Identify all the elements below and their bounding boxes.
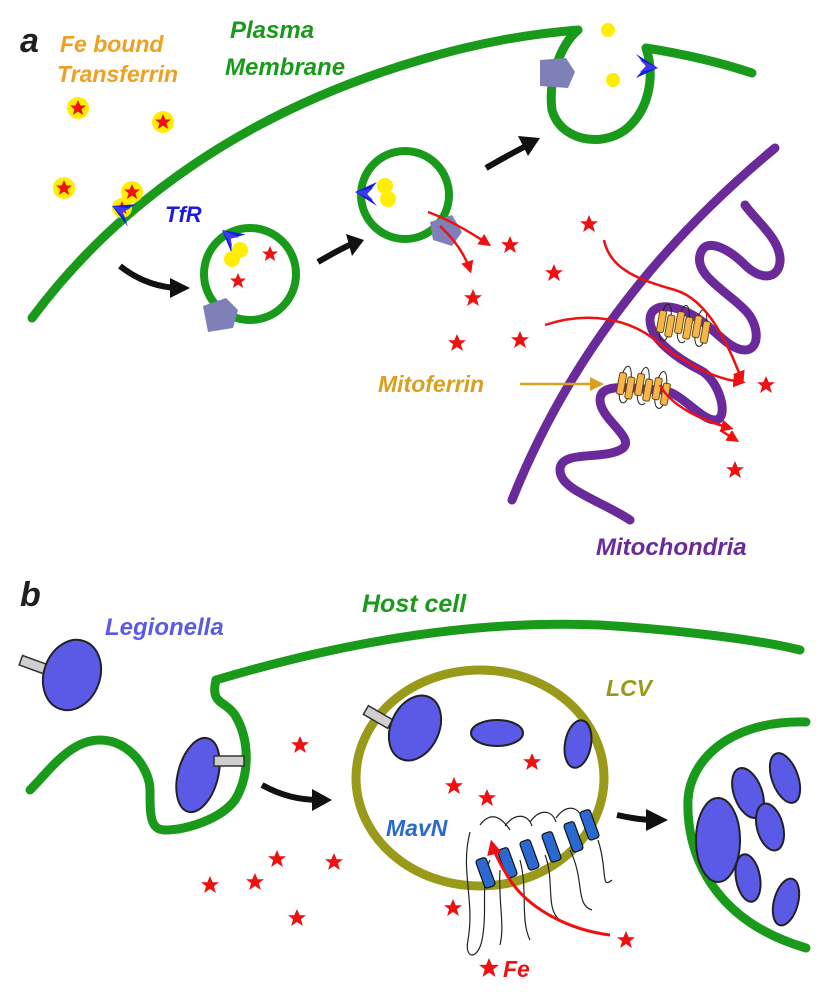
lcv-label: LCV xyxy=(606,675,654,701)
free-fe-yellow xyxy=(606,73,620,87)
transferrin-fe xyxy=(224,251,240,267)
legionella-bacterium xyxy=(771,877,801,927)
legionella-bacterium xyxy=(175,736,221,814)
panel-b-letter: b xyxy=(20,576,41,614)
free-fe-yellow xyxy=(601,23,615,37)
legionella-bacterium xyxy=(470,719,524,747)
iron-release-arrow xyxy=(427,210,492,247)
transferrin-fe xyxy=(380,191,396,207)
iron-star xyxy=(757,376,775,393)
iron-star xyxy=(545,264,563,281)
iron-star xyxy=(230,273,246,288)
iron-import-arrow xyxy=(658,384,734,432)
membrane-label: Membrane xyxy=(225,54,345,81)
vesicle-protein xyxy=(540,58,575,88)
fe-bound-label: Fe bound xyxy=(60,31,164,57)
transferrin-dot xyxy=(121,181,143,203)
step-arrow-head xyxy=(346,234,364,256)
host-cell-replicative xyxy=(683,717,811,953)
transferrin-fe xyxy=(377,178,393,194)
iron-import-arrow xyxy=(719,428,740,442)
iron-star xyxy=(511,331,529,348)
transferrin-dot xyxy=(53,177,75,199)
legionella-bacterium xyxy=(41,638,103,712)
iron-release-arrow xyxy=(439,225,474,274)
transferrin-label: Transferrin xyxy=(57,61,178,87)
iron-import-arrow xyxy=(544,316,746,388)
legionella-bacterium xyxy=(563,719,593,769)
iron-star xyxy=(268,850,286,867)
iron-star xyxy=(464,289,482,306)
mitoferrin-label: Mitoferrin xyxy=(378,371,484,397)
fe-import-arrow xyxy=(487,839,611,937)
step-arrow xyxy=(484,142,530,171)
mitochondria-cristae xyxy=(555,200,785,525)
legionella-appendage xyxy=(213,755,245,767)
step-arrow xyxy=(260,782,321,803)
step-arrow xyxy=(316,240,356,265)
host-cell-membrane-phagocytic-cup xyxy=(25,675,251,835)
iron-star xyxy=(448,334,466,351)
iron-star xyxy=(580,215,598,232)
fe-label: Fe xyxy=(503,956,530,982)
iron-star xyxy=(726,461,744,478)
host-cell-membrane xyxy=(211,619,805,685)
legionella-bacterium xyxy=(695,797,741,883)
iron-star xyxy=(478,789,496,806)
iron-star xyxy=(288,909,306,926)
vesicle-protein xyxy=(203,298,238,332)
step-arrow-head xyxy=(312,789,332,811)
iron-star xyxy=(445,777,463,794)
iron-star xyxy=(246,873,264,890)
mavn-label: MavN xyxy=(386,815,448,841)
legionella-bacterium xyxy=(754,802,786,852)
legionella-bacterium xyxy=(387,694,443,762)
iron-import-arrow xyxy=(602,239,745,384)
plasma-label: Plasma xyxy=(230,17,314,44)
tfr-label: TfR xyxy=(165,202,202,227)
iron-star xyxy=(325,853,343,870)
step-arrow-head xyxy=(170,278,190,298)
iron-star xyxy=(444,899,462,916)
transferrin-dot xyxy=(67,97,89,119)
endosome xyxy=(200,224,300,324)
panel-a-letter: a xyxy=(20,22,39,60)
step-arrow-head xyxy=(646,809,668,831)
iron-star xyxy=(501,236,519,253)
legionella-bacterium xyxy=(734,853,762,903)
iron-star xyxy=(201,876,219,893)
plasma-membrane xyxy=(27,25,583,323)
transferrin-dot xyxy=(152,111,174,133)
fe-legend-star xyxy=(479,958,499,977)
mitochondria-label: Mitochondria xyxy=(596,534,747,561)
host-cell-label: Host cell xyxy=(362,590,467,618)
step-arrow-head xyxy=(518,136,540,156)
iron-star xyxy=(291,736,309,753)
mavn-transporter xyxy=(465,807,613,956)
legionella-label: Legionella xyxy=(105,614,224,641)
plasma-membrane-right xyxy=(641,43,757,78)
mitoferrin-pointer-head xyxy=(590,377,604,391)
legionella-bacterium xyxy=(768,752,802,804)
lcv-vacuole xyxy=(351,665,609,891)
iron-star xyxy=(262,246,278,261)
iron-star xyxy=(523,753,541,770)
iron-star xyxy=(617,931,635,948)
